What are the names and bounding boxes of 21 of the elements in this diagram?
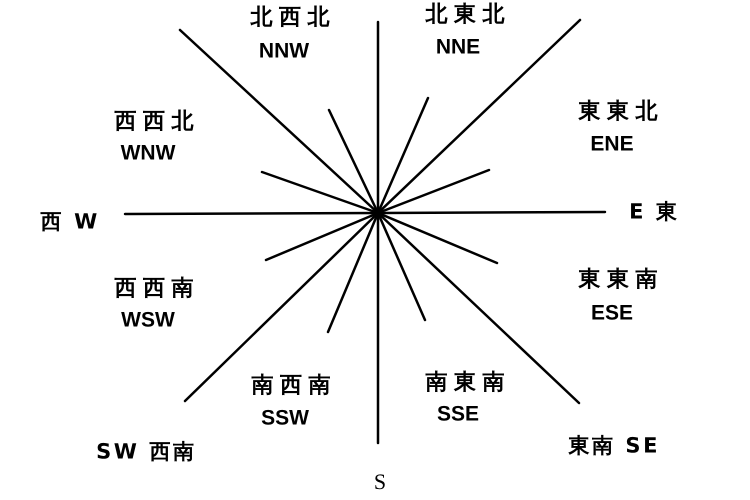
direction-label: WNW	[120, 142, 176, 164]
direction-label: SW 西南	[95, 442, 196, 462]
direction-label: SSW	[261, 408, 309, 428]
direction-label: S	[374, 471, 386, 493]
direction-label: 南東南	[424, 372, 512, 394]
direction-label: 西 W	[40, 212, 100, 232]
direction-label: 西西北	[113, 111, 200, 133]
direction-label: WSW	[121, 310, 175, 330]
direction-label: 北西北	[249, 7, 336, 29]
direction-label: 東東北	[577, 101, 664, 123]
direction-label: NNE	[436, 36, 480, 58]
direction-label: SSE	[436, 404, 480, 424]
direction-label: 北東北	[424, 4, 512, 26]
direction-label: 東南 SE	[567, 436, 660, 456]
direction-label: ENE	[590, 134, 634, 154]
direction-label: ESE	[590, 302, 634, 324]
direction-label: NNW	[258, 40, 310, 62]
direction-label: 東東南	[577, 269, 664, 291]
direction-label: E 東	[628, 202, 680, 222]
direction-label: 南西南	[250, 375, 338, 397]
direction-label: 西西南	[113, 278, 200, 300]
